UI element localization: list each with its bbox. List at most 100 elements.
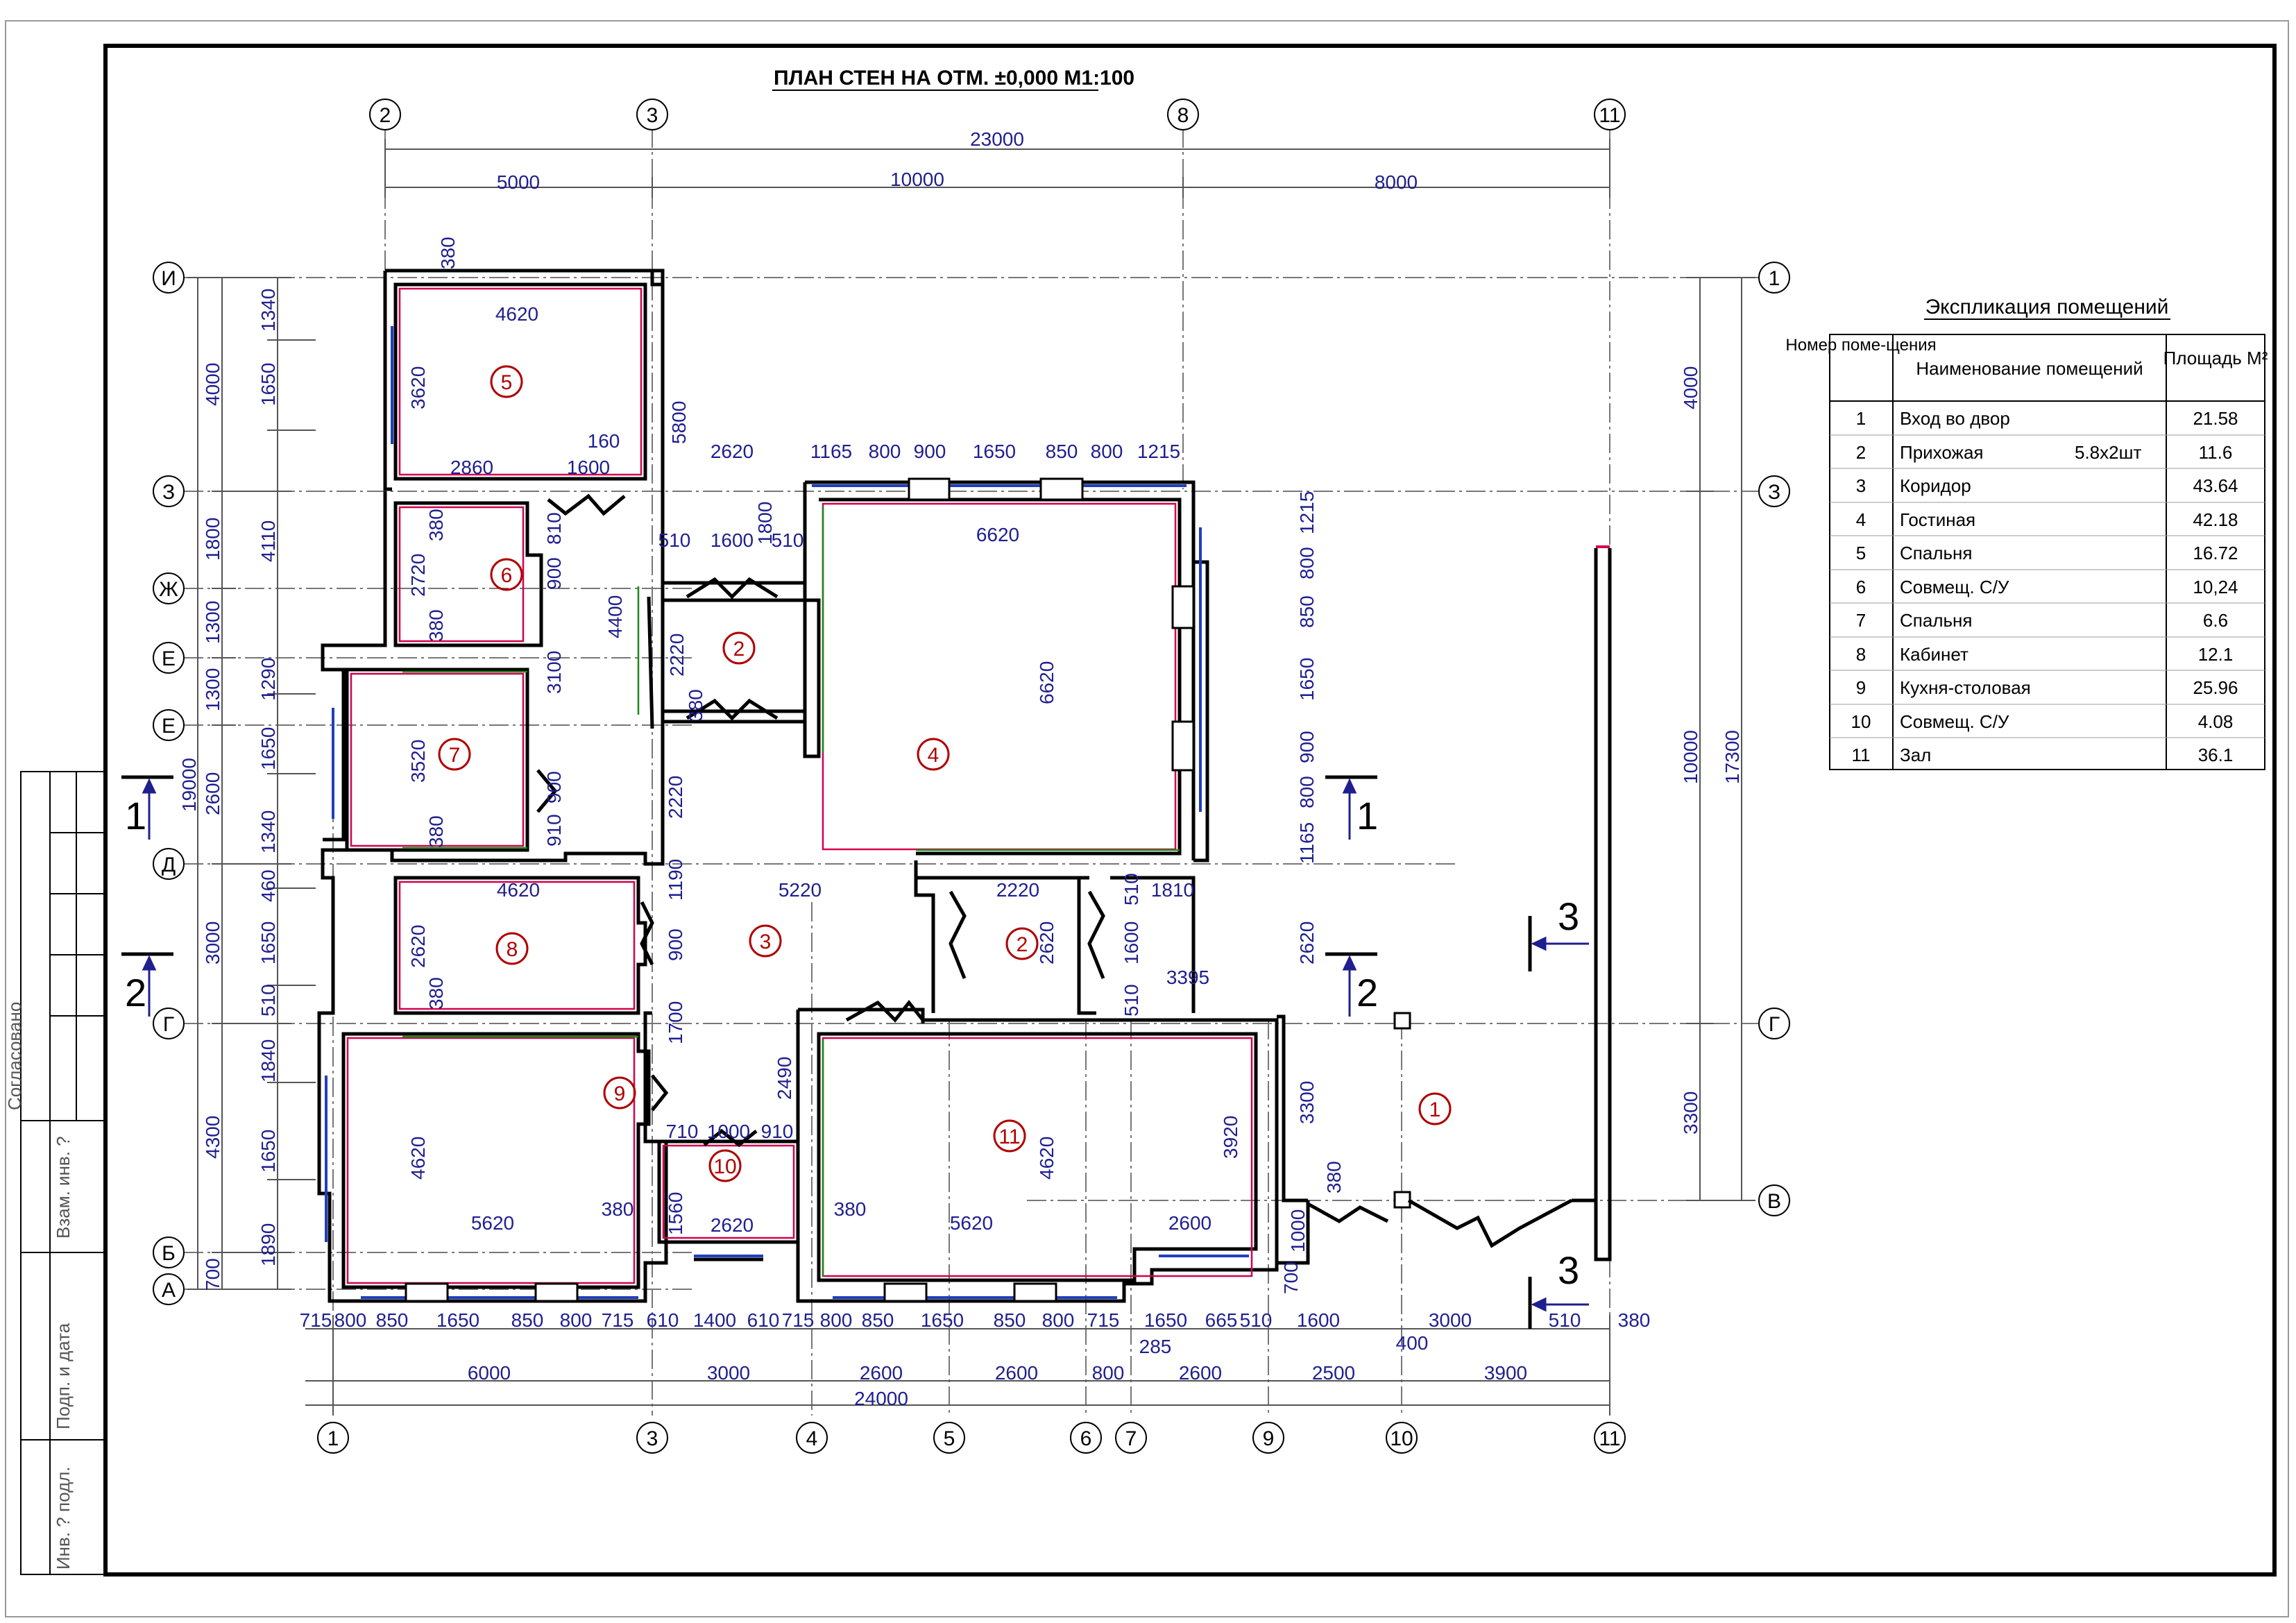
dim-bottom-row2-1: 3000 — [707, 1362, 750, 1384]
axis-right-G: Г — [1769, 1013, 1780, 1036]
dim-bottom-row2-2: 2600 — [860, 1362, 903, 1384]
dim-rc-1650: 1650 — [1296, 658, 1318, 701]
approved-label: Согласовано — [4, 1002, 25, 1110]
section-marks: 1 1 2 2 3 3 — [121, 775, 1589, 1329]
row-area: 16.72 — [2193, 543, 2238, 563]
row-area: 42.18 — [2193, 509, 2238, 530]
dim-bottom-6: 715 — [602, 1309, 634, 1331]
dim-bottom-21: 3000 — [1429, 1309, 1472, 1331]
dim-bottom-400: 400 — [1396, 1332, 1429, 1354]
dim-bottom-22: 510 — [1549, 1309, 1581, 1331]
dim-right-mid-2: 3300 — [1680, 1091, 1701, 1135]
bottom-dimension-lines — [305, 1315, 1610, 1416]
dim-hall-1190: 1190 — [665, 859, 686, 901]
dim-corridor-1810: 1810 — [1151, 879, 1194, 901]
dim-left-inner-3: 1290 — [257, 658, 279, 701]
dim-zal-4620: 4620 — [1036, 1137, 1057, 1180]
row-name: Прихожая — [1900, 442, 1983, 463]
dim-r8-900: 900 — [665, 928, 686, 961]
axis-left-G: Г — [163, 1013, 174, 1036]
dim-left-mid-4: 2600 — [202, 772, 223, 815]
dim-left-mid-5: 3000 — [202, 921, 223, 965]
dim-zal-2600: 2600 — [1168, 1212, 1211, 1234]
dim-bottom-10: 715 — [782, 1309, 815, 1331]
dim-top-row-850: 850 — [1046, 441, 1078, 462]
dim-corridor-510a: 510 — [1121, 873, 1142, 906]
table-row: 11 Зал 36.1 — [1852, 745, 2234, 765]
row-number: 5 — [1856, 543, 1866, 563]
dim-bottom-15: 800 — [1042, 1309, 1075, 1331]
dim-bottom-row2-7: 3900 — [1484, 1362, 1527, 1384]
replace-inv-label: Взам. инв. ? — [53, 1136, 74, 1239]
side-stamp: Согласовано Взам. инв. ? Подп. и дата Ин… — [4, 771, 106, 1575]
row-name: Совмещ. С/У — [1900, 711, 2009, 732]
row-name: Зал — [1900, 745, 1931, 765]
dim-bottom-2: 850 — [376, 1309, 409, 1331]
dim-hall-1800: 1800 — [754, 502, 776, 545]
dim-left-inner-5: 1340 — [257, 810, 279, 853]
dim-r10-1000: 1000 — [707, 1121, 750, 1142]
dim-left-inner-4: 1650 — [257, 727, 279, 770]
left-dimension-lines — [187, 277, 316, 1290]
room-marker-5: 5 — [501, 371, 513, 394]
room-marker-2a: 2 — [733, 638, 745, 661]
dim-top-row-1165: 1165 — [810, 441, 852, 462]
dim-bottom-20: 1600 — [1297, 1309, 1340, 1331]
room-marker-1: 1 — [1429, 1098, 1441, 1121]
row-area: 4.08 — [2198, 711, 2234, 732]
section-1-left: 1 — [125, 794, 146, 838]
dim-bottom-13: 1650 — [921, 1309, 964, 1331]
axis-left-E1: Е — [162, 647, 176, 670]
dim-bottom-row2-0: 6000 — [468, 1362, 511, 1384]
row-name: Спальня — [1900, 610, 1972, 631]
window-openings — [325, 326, 1249, 1299]
axis-bubbles: 2 3 8 11 1 3 4 5 6 7 9 10 11 И З Ж Е Е — [153, 99, 1790, 1454]
table-row: 5 Спальня 16.72 — [1856, 543, 2238, 563]
dim-hall-1600: 1600 — [711, 529, 754, 551]
axis-bottom-3: 3 — [647, 1427, 658, 1450]
dim-zal-380: 380 — [834, 1198, 867, 1220]
row-number: 2 — [1856, 442, 1866, 463]
section-3-bottom: 3 — [1558, 1248, 1579, 1292]
dim-r10-1560: 1560 — [665, 1192, 686, 1235]
dim-r10-2490: 2490 — [774, 1057, 795, 1100]
dim-top-row-1650: 1650 — [973, 441, 1016, 462]
dim-hall-5800: 5800 — [668, 401, 690, 444]
dim-bottom-row2-4: 800 — [1092, 1362, 1125, 1384]
dim-bottom-0: 715 — [300, 1309, 332, 1331]
dim-rc-3300: 3300 — [1296, 1081, 1318, 1124]
dim-right-mid-1: 10000 — [1680, 730, 1701, 784]
dim-r9-5620: 5620 — [471, 1212, 514, 1234]
dim-r5-1600: 1600 — [567, 457, 610, 478]
row-number: 6 — [1856, 577, 1866, 597]
dim-left-mid-2: 1300 — [202, 601, 223, 644]
table-row: 2 Прихожая 5.8х2шт 11.6 — [1856, 442, 2233, 463]
axis-left-D: Д — [162, 853, 176, 876]
dim-rc-900: 900 — [1296, 731, 1318, 763]
dim-r8-4620: 4620 — [497, 879, 540, 901]
axis-bottom-10: 10 — [1390, 1427, 1413, 1450]
table-row: 10 Совмещ. С/У 4.08 — [1851, 711, 2234, 732]
axis-left-Z: З — [162, 481, 175, 504]
room-marker-2b: 2 — [1017, 933, 1028, 956]
room-marker-4: 4 — [928, 744, 939, 767]
room-marker-3: 3 — [760, 931, 772, 953]
dim-rc-850: 850 — [1296, 595, 1318, 628]
row-area: 43.64 — [2193, 475, 2238, 496]
dim-top-row-800a: 800 — [869, 441, 901, 462]
dim-bottom-16: 715 — [1087, 1309, 1120, 1331]
dim-rc-1215: 1215 — [1296, 491, 1318, 534]
table-row: 9 Кухня-столовая 25.96 — [1856, 677, 2238, 698]
row-area: 12.1 — [2198, 644, 2234, 665]
explication-title: Экспликация помещений — [1925, 296, 2169, 318]
dim-r9-1700: 1700 — [665, 1001, 686, 1044]
explication-header-area: Площадь М² — [2163, 348, 2268, 368]
dim-bottom-23: 380 — [1618, 1309, 1651, 1331]
row-name: Вход во двор — [1900, 408, 2010, 429]
dim-r6-2720: 2720 — [407, 554, 429, 597]
dim-bottom-17: 1650 — [1144, 1309, 1187, 1331]
dim-r6-810: 810 — [543, 512, 565, 545]
row-area: 21.58 — [2193, 408, 2238, 429]
table-row: 6 Совмещ. С/У 10,24 — [1856, 577, 2238, 597]
dim-r5-2860: 2860 — [450, 457, 493, 478]
